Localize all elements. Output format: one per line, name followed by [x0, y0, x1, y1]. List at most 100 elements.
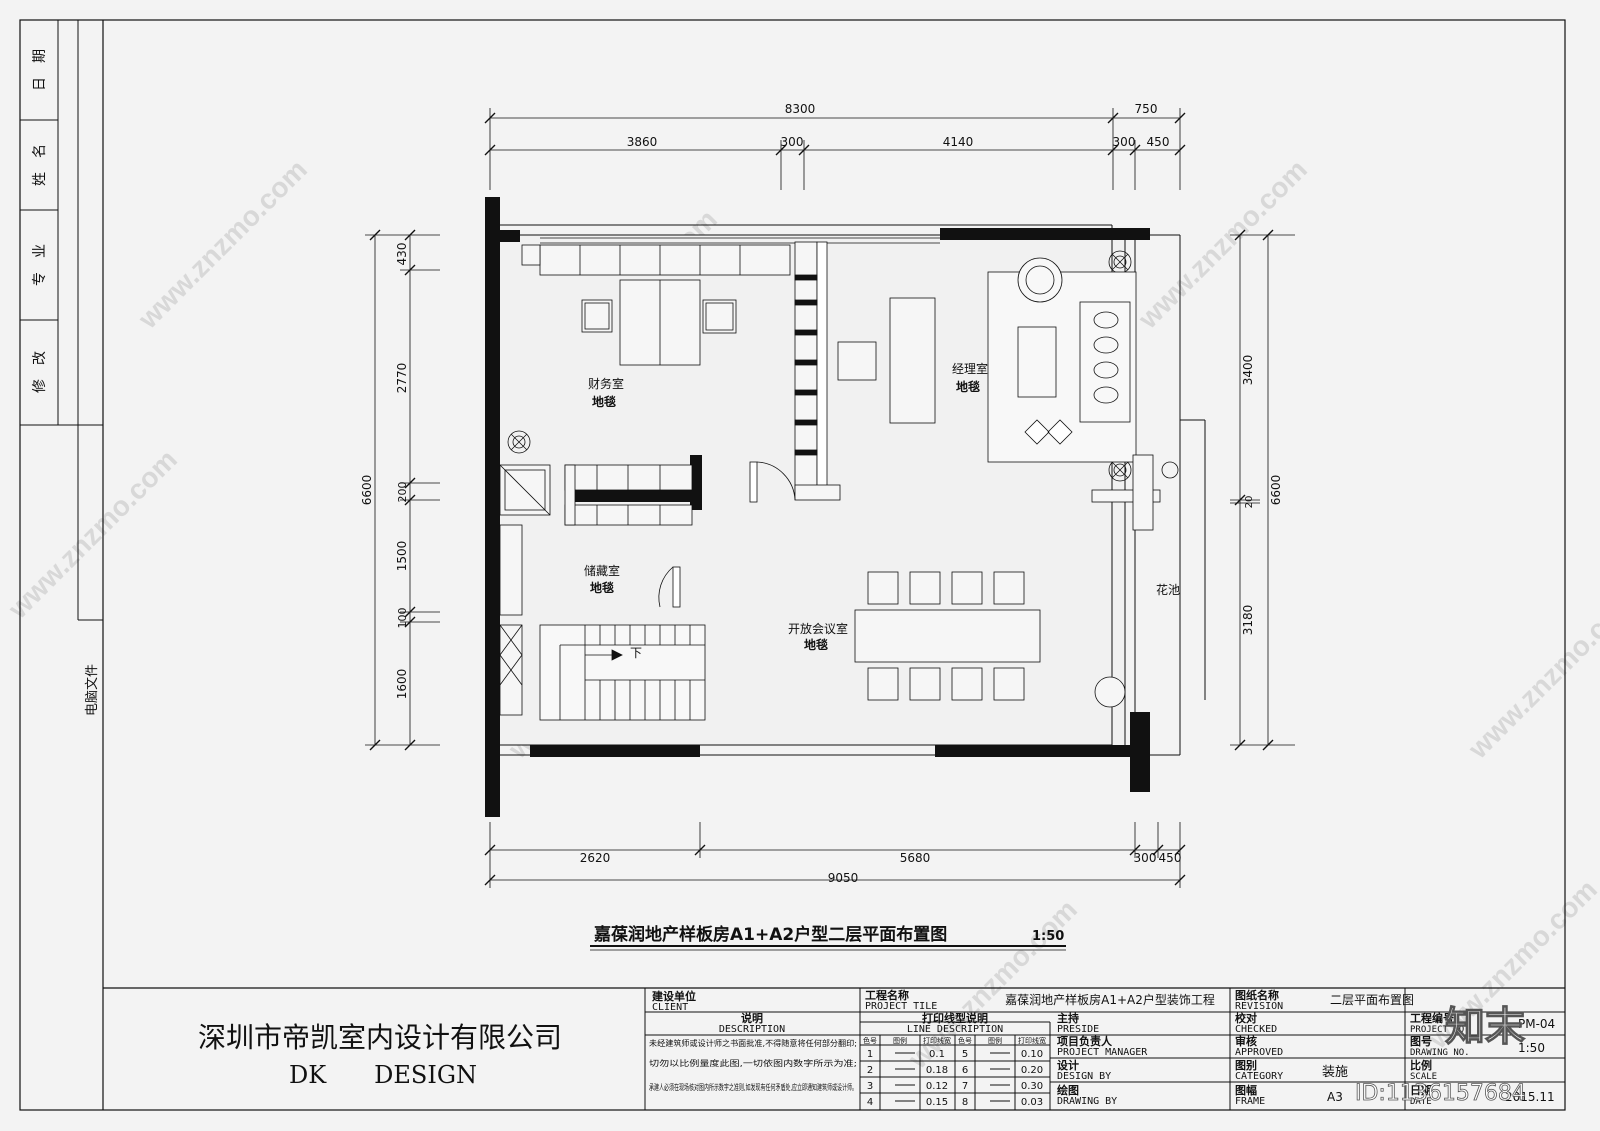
- frame-value: A3: [1327, 1090, 1343, 1104]
- top-dimensions: [484, 108, 1186, 190]
- note-line: 切勿以比例量度此图,一切依图内数字所示为准;: [649, 1058, 857, 1068]
- line-cell: 5: [962, 1049, 968, 1060]
- project-no-label-cn: 工程编号: [1410, 1011, 1454, 1025]
- date-label-cn: 日期: [1410, 1083, 1432, 1097]
- dim-top-a: 3860: [627, 135, 658, 149]
- strip-computer-file-label: 电脑文件: [85, 664, 100, 716]
- lamp-symbols: [507, 250, 1179, 482]
- drawing-name-label-en: REVISION: [1235, 1001, 1283, 1012]
- line-cell: 0.20: [1021, 1065, 1043, 1076]
- design-label-cn: 设计: [1057, 1058, 1079, 1072]
- line-cell: 0.15: [926, 1097, 948, 1108]
- strip-profession-label: 专 业: [32, 244, 48, 286]
- date-label-en: DATE: [1410, 1097, 1432, 1107]
- watermark: www.znzmo.com: [902, 894, 1083, 1075]
- line-col-header: 打印线宽: [1018, 1036, 1046, 1045]
- left-dimensions: [365, 229, 440, 751]
- dim-left-f: 1600: [395, 669, 409, 700]
- line-desc-label-en: LINE DESCRIPTION: [907, 1024, 1003, 1035]
- drawing-name-label-cn: 图纸名称: [1235, 988, 1279, 1002]
- desc-label-en: DESCRIPTION: [719, 1024, 785, 1035]
- brand-logo: 知末: [1445, 1004, 1525, 1050]
- dim-bottom-total: 9050: [828, 871, 859, 885]
- dim-left-total: 6600: [360, 475, 374, 506]
- project-no-value: PM-04: [1518, 1017, 1555, 1031]
- line-col-header: 色号: [863, 1036, 877, 1045]
- drawing-scale: 1:50: [1032, 929, 1064, 944]
- checked-label-cn: 校对: [1235, 1011, 1257, 1025]
- dim-top-right: 750: [1135, 102, 1158, 116]
- drawing-no-label-cn: 图号: [1410, 1035, 1432, 1048]
- preside-label-en: PRESIDE: [1057, 1024, 1099, 1035]
- revision-strip: 日 期 姓 名 专 业 修 改 电脑文件: [20, 20, 104, 1110]
- frame-label-cn: 图幅: [1235, 1083, 1257, 1097]
- bottom-dimensions: [484, 822, 1186, 888]
- dim-top-total: 8300: [785, 102, 816, 116]
- title-block: [103, 987, 1565, 1110]
- line-cell: 0.30: [1021, 1081, 1043, 1092]
- room-finance-label: 财务室: [588, 376, 624, 391]
- room-manager-floor: 地毯: [956, 379, 980, 394]
- line-cell: 0.10: [1021, 1049, 1043, 1060]
- dim-right-c: 3180: [1241, 605, 1255, 636]
- frame-label-en: FRAME: [1235, 1096, 1265, 1107]
- drawing-label-en: DRAWING BY: [1057, 1096, 1117, 1107]
- dim-top-d: 300: [1113, 135, 1136, 149]
- line-col-header: 图例: [893, 1036, 907, 1045]
- staircase: [539, 624, 706, 721]
- line-cell: 0.03: [1021, 1097, 1043, 1108]
- category-label-cn: 图别: [1235, 1058, 1257, 1072]
- line-col-header: 打印线宽: [923, 1036, 951, 1045]
- category-value: 装施: [1322, 1065, 1348, 1080]
- line-cell: 0.1: [929, 1049, 945, 1060]
- note-line: 未经建筑师或设计师之书面批准,不得随意将任何部分翻印;: [649, 1038, 857, 1048]
- dim-bottom-a: 2620: [580, 851, 611, 865]
- design-label-en: DESIGN BY: [1057, 1071, 1111, 1082]
- line-cell: 8: [962, 1097, 968, 1108]
- dim-bottom-b: 5680: [900, 851, 931, 865]
- client-label-en: CLIENT: [652, 1002, 688, 1013]
- room-storage-floor: 地毯: [590, 580, 614, 595]
- planter-label: 花池: [1156, 582, 1180, 597]
- preside-label-cn: 主持: [1057, 1011, 1079, 1025]
- stair-down-label: 下: [630, 646, 642, 660]
- watermark: www.znzmo.com: [132, 154, 313, 335]
- dim-left-b: 2770: [395, 363, 409, 394]
- client-label-cn: 建设单位: [652, 989, 696, 1003]
- watermark: www.znzmo.com: [1462, 584, 1600, 765]
- project-no-label-en: PROJECT NO.: [1410, 1025, 1470, 1035]
- image-id-overlay: ID:1136157684: [1355, 1081, 1526, 1106]
- room-manager-label: 经理室: [952, 361, 988, 376]
- dim-right-b: 20: [1244, 496, 1255, 509]
- sheet-border: [19, 19, 1566, 1111]
- line-col-header: 色号: [958, 1036, 972, 1045]
- checked-label-en: CHECKED: [1235, 1024, 1277, 1035]
- line-cell: 2: [867, 1065, 873, 1076]
- line-cell: 0.18: [926, 1065, 948, 1076]
- pm-label-cn: 项目负责人: [1057, 1034, 1113, 1048]
- room-storage-label: 储藏室: [584, 563, 620, 578]
- dim-left-c: 200: [396, 482, 409, 503]
- approved-label-cn: 审核: [1235, 1034, 1257, 1048]
- door-symbols: [658, 461, 796, 608]
- dim-right-total: 6600: [1269, 475, 1283, 506]
- company-name-en: DK DESIGN: [289, 1061, 477, 1089]
- project-title-value: 嘉葆润地产样板房A1+A2户型装饰工程: [1005, 992, 1215, 1007]
- line-cell: 4: [867, 1097, 873, 1108]
- watermark: www.znzmo.com: [2, 444, 183, 625]
- room-finance-floor: 地毯: [592, 394, 616, 409]
- line-desc-label-cn: 打印线型说明: [922, 1011, 988, 1025]
- dim-top-b: 300: [781, 135, 804, 149]
- room-meeting-label: 开放会议室: [788, 621, 848, 636]
- dim-top-e: 450: [1147, 135, 1170, 149]
- dim-bottom-c: 300: [1134, 851, 1157, 865]
- strip-name-label: 姓 名: [32, 144, 48, 186]
- line-table: 1 0.1 5 0.10 2 0.18 6 0.20 3 0.12 7 0.30…: [867, 1049, 1043, 1108]
- dim-left-a: 430: [395, 243, 409, 266]
- line-cell: 6: [962, 1065, 968, 1076]
- pm-label-en: PROJECT MANAGER: [1057, 1047, 1148, 1058]
- floor-plan: [485, 197, 1206, 817]
- drawing-no-label-en: DRAWING NO.: [1410, 1048, 1470, 1058]
- right-dimensions: [1230, 229, 1295, 751]
